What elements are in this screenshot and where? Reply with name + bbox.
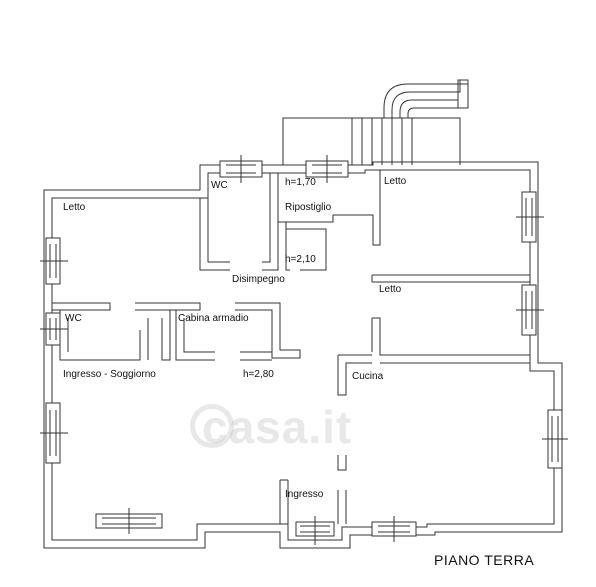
room-label-ripostiglio: Ripostiglio — [285, 202, 332, 213]
room-label-h-170: h=1,70 — [285, 177, 316, 188]
room-label-wc-top: WC — [211, 180, 228, 191]
room-label-letto-3: Letto — [379, 284, 402, 295]
stair-curve-1 — [383, 80, 469, 118]
ripostiglio-inner — [285, 222, 327, 271]
letto2-bottom — [371, 274, 530, 283]
corridor-walls — [337, 354, 372, 396]
stair-curve-2 — [391, 80, 461, 118]
room-label-h-280: h=2,80 — [243, 369, 274, 380]
letto3-walls — [371, 317, 530, 364]
room-label-letto-2: Letto — [384, 176, 407, 187]
cabina-walls — [175, 310, 272, 361]
wc-left-walls — [59, 309, 171, 361]
room-label-soggiorno: Ingresso - Soggiorno — [63, 369, 156, 380]
stair-curve-4 — [407, 107, 458, 118]
watermark-house-icon — [190, 404, 234, 448]
stair-top-box — [457, 79, 469, 109]
room-label-disimpegno: Disimpegno — [232, 274, 285, 285]
room-label-wc-left: WC — [65, 313, 82, 324]
room-label-letto-1: Letto — [63, 202, 86, 213]
ripostiglio-walls — [278, 170, 381, 246]
wc-top-walls — [199, 173, 279, 271]
floor-title: PIANO TERRA — [434, 552, 535, 568]
watermark: casa.it — [202, 401, 353, 453]
stair-curve-3 — [399, 99, 458, 118]
room-label-cabina: Cabina armadio — [178, 313, 249, 324]
outer-wall-inner — [51, 169, 555, 541]
stair-rail — [351, 118, 413, 165]
room-label-ingresso: Ingresso — [285, 489, 324, 500]
room-label-h-210: h=2,10 — [285, 254, 316, 265]
room-label-cucina: Cucina — [352, 371, 384, 382]
ingresso-walls — [279, 455, 347, 524]
outer-wall-outer — [43, 161, 563, 549]
